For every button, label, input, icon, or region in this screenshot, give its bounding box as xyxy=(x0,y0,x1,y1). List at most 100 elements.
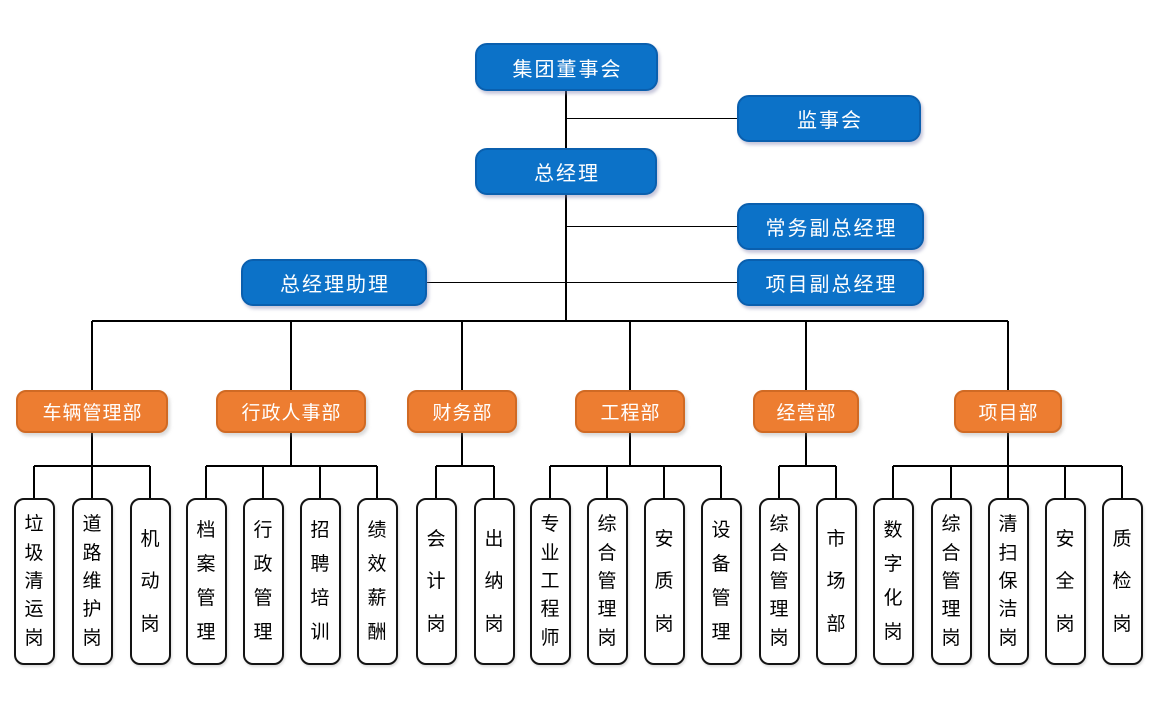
connector-line xyxy=(1007,321,1009,390)
connector-line xyxy=(461,433,463,466)
post-node-char: 垃 xyxy=(24,514,44,536)
post-node-char: 部 xyxy=(826,613,846,635)
connector-line xyxy=(290,321,292,390)
connector-line xyxy=(629,433,631,466)
node-general-manager: 总经理 xyxy=(475,148,657,195)
post-node-char: 安 xyxy=(1055,528,1075,550)
connector-line xyxy=(376,466,378,498)
connector-line xyxy=(91,433,93,466)
connector-line xyxy=(461,321,463,390)
post-node: 综合管理岗 xyxy=(758,498,800,665)
connector-line xyxy=(778,466,780,498)
post-node-char: 合 xyxy=(941,542,961,564)
post-node-char: 设 xyxy=(711,520,731,541)
connector-line xyxy=(565,91,567,148)
post-node-char: 运 xyxy=(24,599,44,621)
post-node: 专业工程师 xyxy=(529,498,571,665)
dept-node-label: 行政人事部 xyxy=(241,403,342,424)
post-node: 综合管理岗 xyxy=(586,498,628,665)
connector-line xyxy=(566,117,737,120)
connector-line xyxy=(319,466,321,498)
connector-line xyxy=(549,466,551,498)
post-node-char: 聘 xyxy=(310,554,330,575)
post-node-char: 岗 xyxy=(998,627,1018,649)
post-node-char: 案 xyxy=(196,554,216,575)
node-group-board: 集团董事会 xyxy=(475,43,658,91)
post-node-char: 理 xyxy=(941,599,961,621)
post-node-char: 程 xyxy=(540,599,560,621)
post-node-char: 扫 xyxy=(998,542,1018,564)
dept-node-label: 财务部 xyxy=(432,403,493,424)
connector-line xyxy=(950,466,952,498)
post-node-char: 会 xyxy=(426,528,446,550)
post-node-char: 理 xyxy=(196,622,216,643)
post-node: 设备管理 xyxy=(700,498,742,665)
post-node-char: 合 xyxy=(769,542,789,564)
post-node-char: 师 xyxy=(540,627,560,649)
dept-node: 经营部 xyxy=(753,390,859,433)
post-node-char: 机 xyxy=(140,528,160,550)
post-node-char: 安 xyxy=(654,528,674,550)
post-node-char: 岗 xyxy=(1055,613,1075,635)
node-executive-deputy-gm: 常务副总经理 xyxy=(737,203,924,250)
connector-line xyxy=(566,225,737,228)
post-node-char: 综 xyxy=(769,514,789,536)
node-general-manager-label: 总经理 xyxy=(534,163,600,185)
node-project-deputy-gm-label: 项目副总经理 xyxy=(765,274,898,296)
post-node: 质检岗 xyxy=(1101,498,1143,665)
post-node-char: 纳 xyxy=(484,571,504,592)
post-node-char: 管 xyxy=(597,570,617,592)
post-node-char: 清 xyxy=(998,514,1018,536)
post-node-char: 清 xyxy=(24,570,44,592)
post-node: 机动岗 xyxy=(129,498,171,665)
node-gm-assistant-label: 总经理助理 xyxy=(280,274,390,296)
post-node-char: 岗 xyxy=(140,613,160,635)
post-node-char: 管 xyxy=(253,588,273,609)
post-node: 清扫保洁岗 xyxy=(987,498,1029,665)
connector-line xyxy=(779,465,836,467)
post-node: 垃圾清运岗 xyxy=(13,498,55,665)
post-node-char: 绩 xyxy=(367,520,387,541)
post-node-char: 场 xyxy=(826,571,846,592)
dept-node: 车辆管理部 xyxy=(16,390,168,433)
connector-line xyxy=(205,466,207,498)
dept-node-label: 车辆管理部 xyxy=(42,403,143,424)
dept-node-label: 经营部 xyxy=(776,403,837,424)
connector-line xyxy=(435,466,437,498)
connector-line xyxy=(149,466,151,498)
connector-line xyxy=(206,465,377,467)
post-node-char: 管 xyxy=(711,588,731,609)
connector-line xyxy=(33,466,35,498)
connector-line xyxy=(629,321,631,390)
connector-line xyxy=(606,466,608,498)
post-node-char: 训 xyxy=(310,622,330,643)
connector-line xyxy=(663,466,665,498)
post-node: 市场部 xyxy=(815,498,857,665)
post-node-char: 岗 xyxy=(941,627,961,649)
post-node-char: 维 xyxy=(82,570,102,592)
post-node: 安全岗 xyxy=(1044,498,1086,665)
connector-line xyxy=(436,465,494,467)
post-node-char: 化 xyxy=(883,588,903,609)
post-node-char: 岗 xyxy=(654,613,674,635)
post-node-char: 行 xyxy=(253,520,273,541)
post-node: 安质岗 xyxy=(643,498,685,665)
post-node-char: 岗 xyxy=(769,627,789,649)
connector-line xyxy=(805,433,807,466)
post-node-char: 市 xyxy=(826,528,846,550)
post-node-char: 效 xyxy=(367,554,387,575)
post-node-char: 岗 xyxy=(1112,613,1132,635)
post-node-char: 动 xyxy=(140,571,160,592)
post-node-char: 理 xyxy=(597,599,617,621)
post-node-char: 工 xyxy=(540,570,560,592)
post-node-char: 薪 xyxy=(367,588,387,609)
post-node-char: 岗 xyxy=(82,627,102,649)
post-node-char: 管 xyxy=(941,570,961,592)
post-node-char: 档 xyxy=(196,520,216,541)
dept-node: 项目部 xyxy=(954,390,1062,433)
post-node-char: 专 xyxy=(540,514,560,536)
post-node-char: 备 xyxy=(711,554,731,575)
node-supervisory-board-label: 监事会 xyxy=(797,110,863,132)
post-node-char: 理 xyxy=(769,599,789,621)
post-node-char: 质 xyxy=(1112,528,1132,550)
